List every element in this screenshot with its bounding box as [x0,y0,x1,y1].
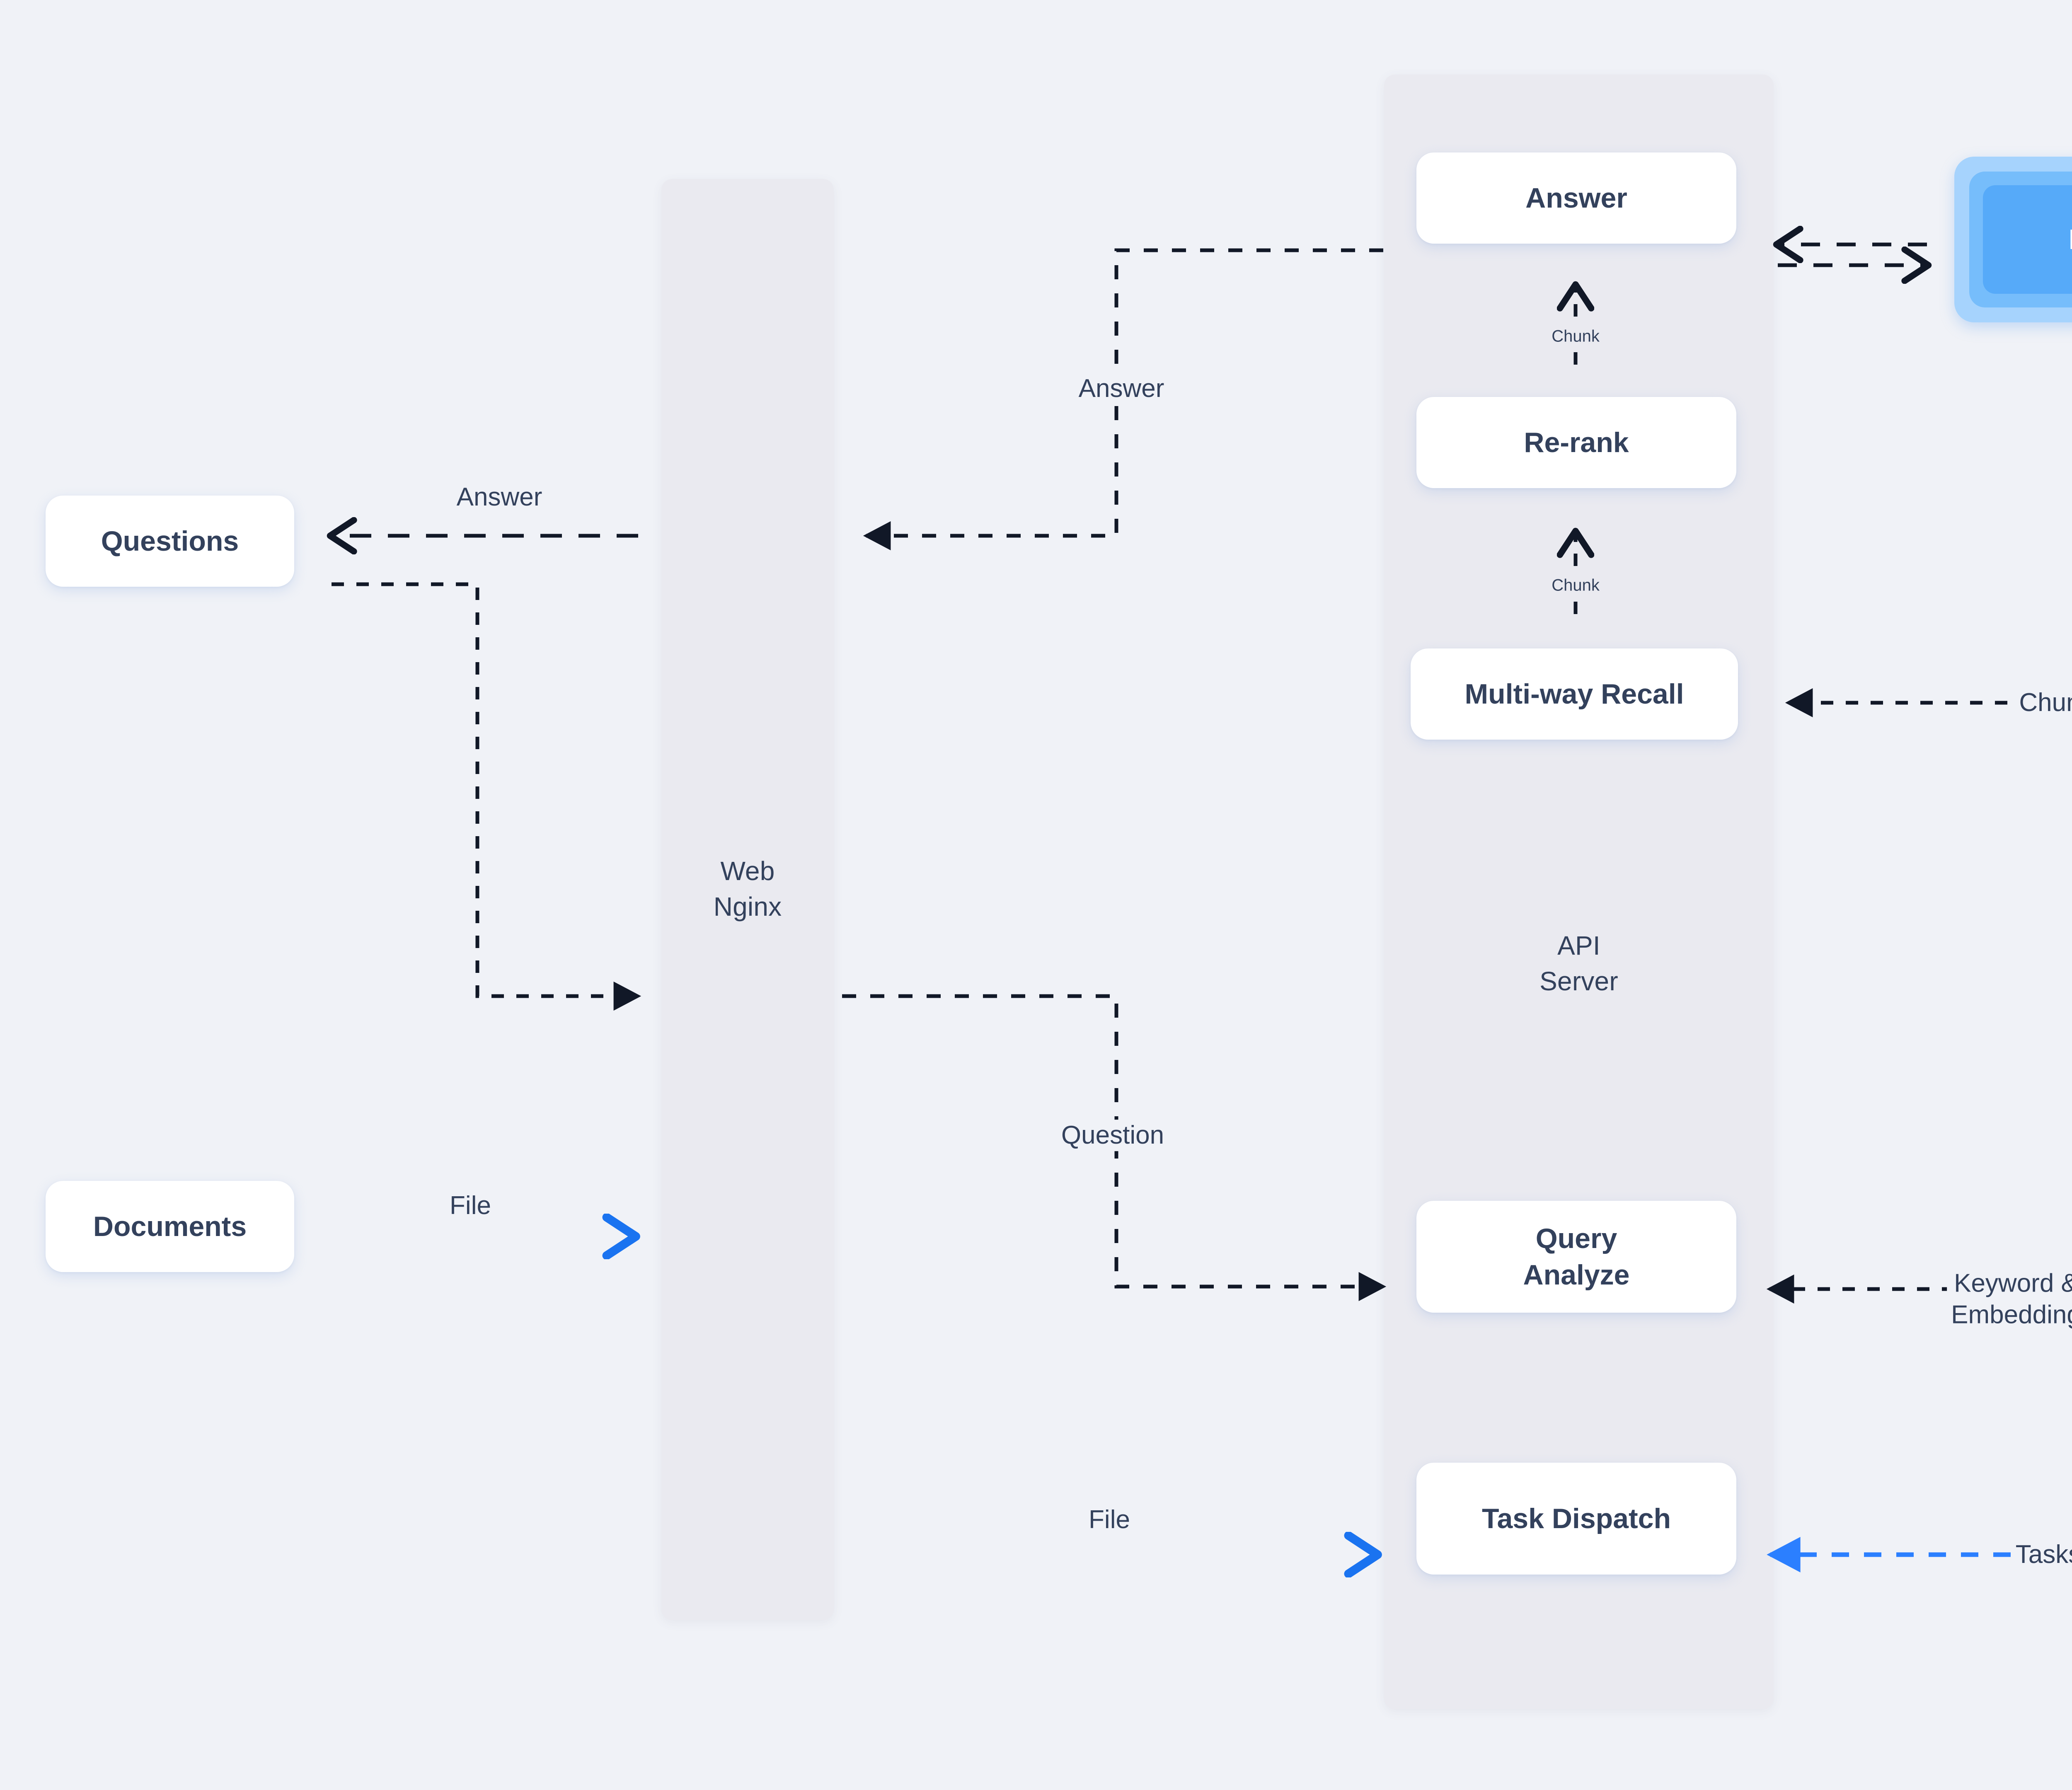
edge-label-chunk-recall-rerank: Chunk [1547,575,1604,596]
panel-web-nginx-label: Web Nginx [713,856,782,922]
llms-mid-layer: LLMs [1969,172,2072,307]
panel-web-nginx [661,179,834,1620]
edge-label-answer-to-questions: Answer [452,481,547,513]
node-query-analyze[interactable]: Query Analyze [1416,1201,1736,1313]
edge-label-answer-web-api: Answer [1074,373,1169,404]
node-documents[interactable]: Documents [46,1181,294,1272]
node-multi-way-recall[interactable]: Multi-way Recall [1411,648,1738,740]
edge-label-file-web-dispatch: File [1084,1504,1134,1536]
panel-api-server [1384,75,1774,1709]
edge-label-question-web-query: Question [1057,1120,1169,1151]
node-task-dispatch[interactable]: Task Dispatch [1416,1463,1736,1575]
panel-api-server-label: API Server [1539,931,1618,996]
wire-question-questions-to-web [332,582,641,1011]
edge-label-chunk-rerank-answer: Chunk [1547,326,1604,347]
llms-label: LLMs [2068,223,2072,256]
wire-keyword-embedding-db-to-query [1766,1274,2072,1304]
edge-label-keyword-embedding: Keyword & Embedding [1947,1268,2072,1330]
edge-label-tasks: Tasks [2011,1539,2072,1570]
llms-inner-layer: LLMs [1983,185,2072,294]
edge-label-file-documents: File [445,1190,495,1222]
node-rerank[interactable]: Re-rank [1416,397,1736,488]
node-answer[interactable]: Answer [1416,152,1736,244]
node-questions[interactable]: Questions [46,496,294,587]
wire-chunk-db-to-recall [1785,688,2072,718]
wire-answer-api-to-web [863,248,1383,551]
node-llms[interactable]: LLMs [1954,157,2072,322]
edge-label-chunk-db-recall: Chunk [2015,687,2072,718]
